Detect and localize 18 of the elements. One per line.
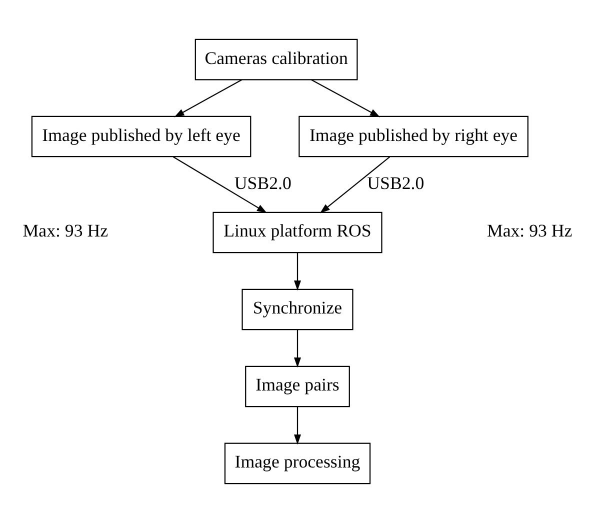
node-box: Linux platform ROS (212, 212, 382, 254)
arrow (174, 79, 242, 118)
label: Max: 93 Hz (486, 220, 572, 241)
edge-label: USB2.0 (367, 172, 424, 193)
arrow (294, 330, 302, 368)
label: Max: 93 Hz (22, 220, 108, 241)
arrow (311, 79, 380, 118)
node-box: Image published by right eye (298, 116, 528, 158)
node-box: Image processing (224, 442, 371, 484)
node-box: Image published by left eye (31, 116, 252, 158)
node-box: Cameras calibration (194, 38, 358, 80)
arrow (294, 406, 302, 445)
node-box: Image pairs (245, 366, 350, 408)
arrow (294, 252, 302, 291)
arrow (320, 156, 390, 214)
arrow (173, 156, 267, 214)
node-box: Synchronize (242, 288, 354, 330)
edge-label: USB2.0 (234, 172, 292, 193)
